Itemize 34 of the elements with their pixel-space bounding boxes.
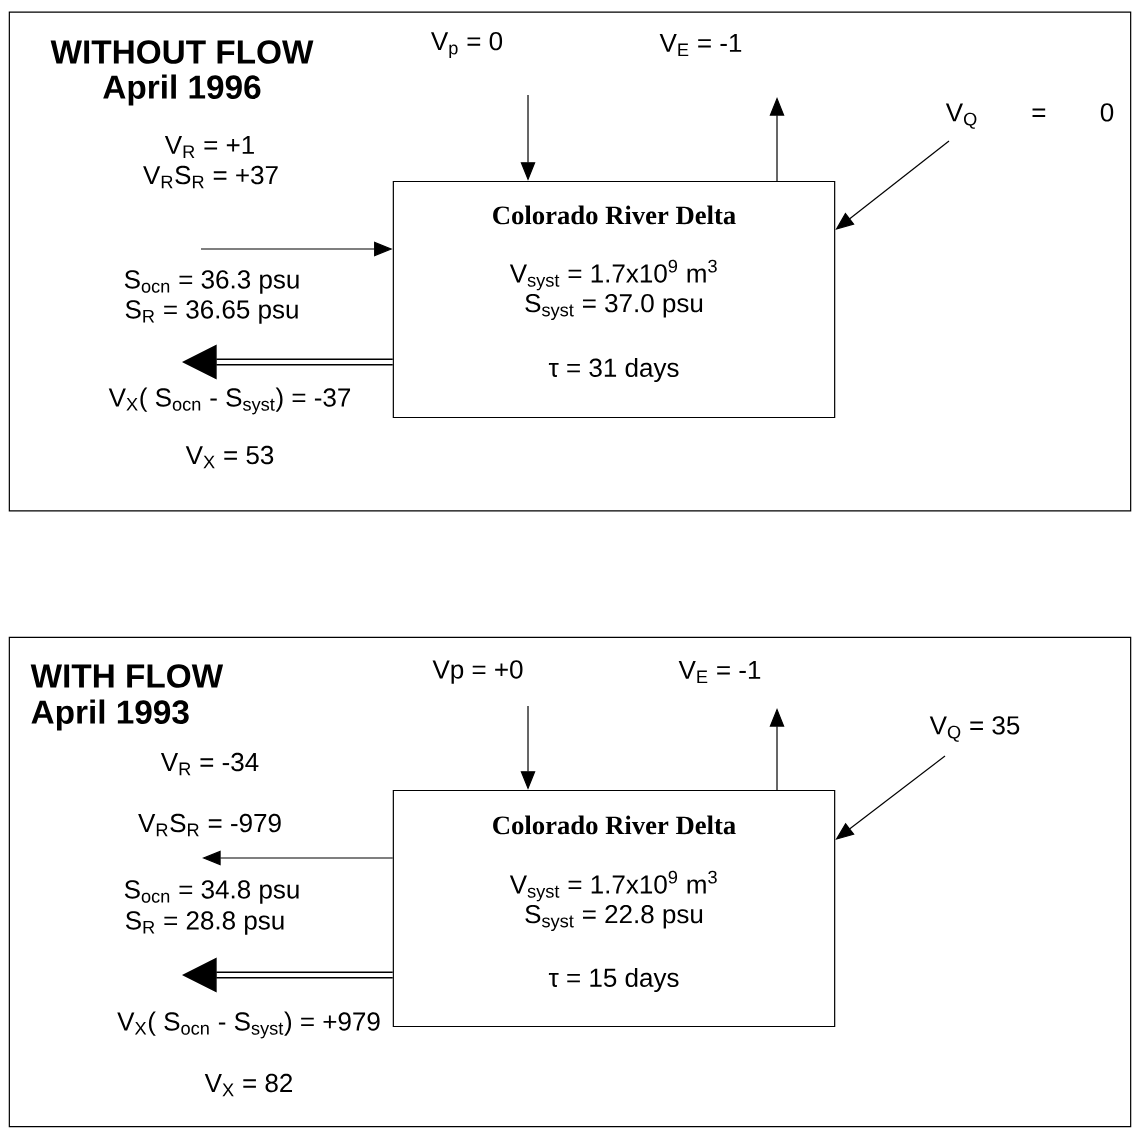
flux-label: V$_{E}$ = -1	[659, 34, 742, 56]
box-title: Colorado River Delta	[493, 815, 736, 835]
flux-label: V$_{X}$( S$_{ocn}$ - S$_{syst}$) = -37	[108, 387, 351, 415]
arrow	[835, 755, 946, 840]
box-text: V$_{syst}$ = 1.7x10$^{9}$ m$^{3}$	[509, 259, 717, 291]
flux-label: V$_{R}$ = +1	[164, 136, 254, 158]
flux-label: V$_{X}$ = 53	[185, 445, 274, 469]
box-text: S$_{syst}$ = 37.0 psu	[525, 293, 703, 321]
panel-title: April 1996	[103, 74, 261, 106]
flux-label: V$_{X}$ = 82	[204, 1073, 292, 1097]
flux-label: V$_{X}$( S$_{ocn}$ - S$_{syst}$) = +979	[117, 1011, 380, 1039]
arrow	[835, 140, 950, 230]
arrow	[182, 957, 393, 993]
panel-title: WITHOUT FLOW	[50, 40, 314, 64]
flux-label: Vp = +0	[432, 660, 523, 684]
flux-label: S$_{R}$ = 36.65 psu	[125, 300, 298, 324]
box-title: Colorado River Delta	[493, 205, 736, 225]
flux-label: V$_{Q}$ = 0	[945, 103, 1114, 129]
flux-label: V$_{R}$ = -34	[160, 752, 259, 776]
panel-title: April 1993	[31, 699, 189, 731]
flux-label: S$_{ocn}$ = 34.8 psu	[124, 880, 299, 904]
box-text: S$_{syst}$ = 22.8 psu	[525, 904, 703, 932]
box-text: τ = 31 days	[548, 357, 679, 383]
flux-label: V$_{E}$ = -1	[678, 661, 761, 683]
flux-label: S$_{R}$ = 28.8 psu	[125, 911, 284, 935]
box-text: V$_{syst}$ = 1.7x10$^{9}$ m$^{3}$	[509, 870, 717, 902]
flux-label: V$_{Q}$ = 35	[929, 716, 1020, 742]
box-text: τ = 15 days	[548, 967, 679, 993]
flux-label: V$_{R}$S$_{R}$ = +37	[143, 165, 278, 189]
panel-title: WITH FLOW	[30, 664, 224, 688]
arrow	[182, 344, 393, 380]
flux-label: V$_{R}$S$_{R}$ = -979	[138, 813, 281, 837]
flux-label: S$_{ocn}$ = 36.3 psu	[124, 270, 299, 294]
flux-label: V$_{p}$ = 0	[431, 31, 503, 59]
